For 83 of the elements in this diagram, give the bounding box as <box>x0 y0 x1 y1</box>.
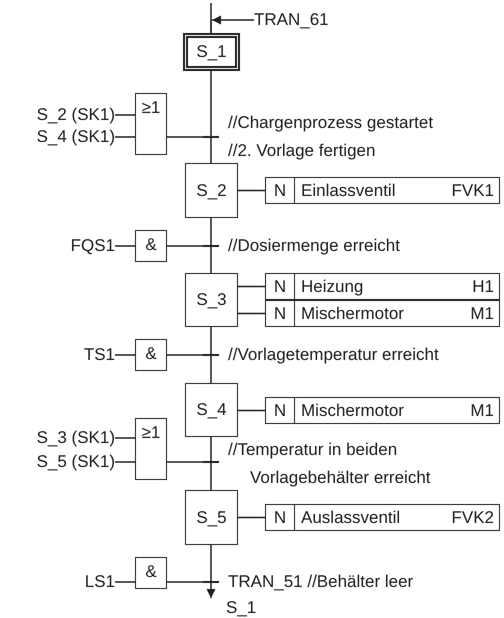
signal-label: LS1 <box>84 572 115 592</box>
connector-line <box>210 327 212 354</box>
action-name: Einlassventil <box>300 180 396 200</box>
connector-line <box>210 545 212 581</box>
action-variable: H1 <box>472 276 495 296</box>
signal-label: TS1 <box>84 345 115 365</box>
action-variable: FVK1 <box>451 180 495 200</box>
connector-line <box>167 581 203 583</box>
logic-gate-box <box>135 93 167 155</box>
action-name: Heizung <box>300 276 364 296</box>
step-box <box>185 163 238 218</box>
comment-text: //Dosiermenge erreicht <box>228 235 400 257</box>
action-qualifier: N <box>266 398 295 423</box>
gate-symbol: & <box>145 344 157 363</box>
action-variable: M1 <box>470 400 495 420</box>
connector-line <box>115 114 135 116</box>
action-qualifier: N <box>266 505 295 530</box>
connector-line <box>210 437 212 461</box>
action-box <box>265 177 500 204</box>
connector-line <box>238 312 265 314</box>
connector-line <box>115 461 135 463</box>
comment-text: TRAN_51 //Behälter leer <box>228 571 414 593</box>
initial-step-box <box>183 33 240 71</box>
connector-line <box>115 581 135 583</box>
action-box <box>265 504 500 531</box>
connector-line <box>238 410 265 412</box>
action-box <box>265 397 500 424</box>
action-qualifier: N <box>266 178 295 203</box>
signal-label: S_5 (SK1) <box>36 452 115 472</box>
action-variable: FVK2 <box>451 508 495 528</box>
connector-line <box>167 136 203 138</box>
connector-line <box>167 245 203 247</box>
connector-line <box>115 245 135 247</box>
connector-line <box>167 461 203 463</box>
action-name: Auslassventil <box>300 508 400 528</box>
signal-label: TRAN_61 <box>254 10 329 30</box>
action-variable: M1 <box>470 304 495 324</box>
comment-text: //Chargenprozess gestartet <box>228 112 434 134</box>
connector-line <box>167 354 203 356</box>
step-label: S_5 <box>196 508 227 528</box>
connector-line <box>238 286 265 288</box>
connector-line <box>115 437 135 439</box>
connector-line <box>210 463 212 490</box>
connector-line <box>210 138 212 163</box>
gate-symbol: & <box>145 562 157 581</box>
action-qualifier: N <box>266 274 295 299</box>
connector-line <box>210 218 212 245</box>
gate-symbol: ≥1 <box>142 98 160 117</box>
step-label: S_1 <box>196 42 227 62</box>
connector-line <box>210 247 212 273</box>
connector-line <box>210 356 212 383</box>
step-box <box>185 383 238 437</box>
action-name: Mischermotor <box>300 400 404 420</box>
connector-line <box>210 71 212 136</box>
step-box <box>185 490 238 545</box>
logic-gate-box <box>135 557 167 589</box>
comment-text: //2. Vorlage fertigen <box>228 140 376 162</box>
arrow <box>206 583 216 598</box>
gate-symbol: ≥1 <box>142 423 160 442</box>
connector-line <box>210 3 212 33</box>
action-box <box>265 300 500 327</box>
logic-gate-box <box>135 230 167 262</box>
signal-label: S_2 (SK1) <box>36 105 115 125</box>
connector-line <box>238 190 265 192</box>
logic-gate-box <box>135 418 167 480</box>
signal-label: FQS1 <box>70 236 115 256</box>
step-label: S_2 <box>196 180 227 200</box>
step-label: S_3 <box>196 290 227 310</box>
action-box <box>265 273 500 300</box>
signal-label: S_1 <box>204 598 256 618</box>
connector-line <box>238 516 265 518</box>
connector-line <box>115 136 135 138</box>
connector-line <box>115 354 135 356</box>
step-box <box>185 273 238 327</box>
logic-gate-box <box>135 339 167 371</box>
gate-symbol: & <box>145 235 157 254</box>
step-label: S_4 <box>196 400 227 420</box>
signal-label: S_3 (SK1) <box>36 428 115 448</box>
action-qualifier: N <box>266 301 295 326</box>
action-name: Mischermotor <box>300 304 404 324</box>
comment-text: //Temperatur in beiden Vorlagebehälter erreicht <box>228 439 432 489</box>
comment-text: //Vorlagetemperatur erreicht <box>228 344 439 366</box>
signal-label: S_4 (SK1) <box>36 127 115 147</box>
